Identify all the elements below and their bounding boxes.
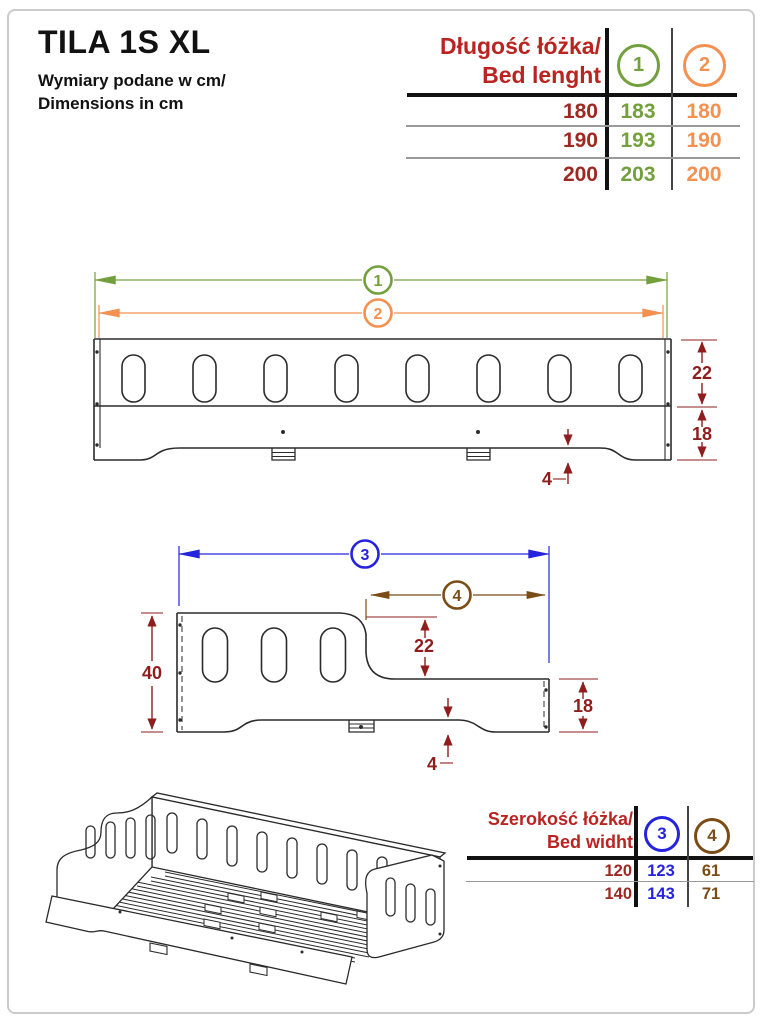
side-view-dowel-dots bbox=[95, 350, 670, 447]
width-table-header-pl: Szerokość łóżka/ bbox=[487, 809, 633, 829]
width-row-separator bbox=[466, 881, 754, 883]
width-row2-v4: 71 bbox=[701, 885, 721, 903]
length-col2-badge: 2 bbox=[683, 44, 726, 87]
width-table-header-rule bbox=[467, 856, 753, 860]
page-border bbox=[7, 9, 755, 1014]
length-table-header-rule bbox=[407, 93, 737, 97]
width-col3-badge: 3 bbox=[644, 816, 680, 852]
end-view-slots bbox=[201, 627, 347, 683]
length-table-divider-thick bbox=[605, 28, 609, 190]
end-view-red-dims bbox=[141, 612, 598, 764]
width-row1-v3: 123 bbox=[647, 862, 675, 880]
side-view-dim2 bbox=[98, 298, 664, 338]
end-view-dim4 bbox=[365, 580, 546, 620]
length-table-divider-thin bbox=[671, 28, 673, 190]
end-view-dim-18: 18 bbox=[573, 696, 593, 716]
length-row1-size: 180 bbox=[562, 100, 598, 123]
page-title: TILA 1S XL bbox=[38, 24, 211, 60]
width-row2-size: 140 bbox=[604, 885, 632, 903]
end-view-dim3 bbox=[178, 539, 550, 663]
iso-headboard-slots bbox=[85, 814, 156, 860]
end-view-drawing bbox=[176, 612, 550, 733]
width-table-header-en: Bed widht bbox=[547, 832, 633, 852]
side-view-dim1 bbox=[94, 265, 668, 338]
iso-dots bbox=[118, 864, 442, 954]
end-view-callout-4: 4 bbox=[453, 588, 462, 605]
side-view-drawing bbox=[93, 338, 672, 461]
length-table-header-pl: Długość łóżka/ bbox=[439, 33, 601, 59]
side-view-callout-1: 1 bbox=[374, 273, 383, 290]
width-row1-size: 120 bbox=[604, 862, 632, 880]
length-row-separator-2 bbox=[406, 157, 740, 159]
subtitle-line-1: Wymiary podane w cm/ bbox=[38, 71, 226, 90]
length-row3-size: 200 bbox=[562, 163, 598, 186]
length-row1-v1: 183 bbox=[620, 100, 656, 123]
width-col4-badge: 4 bbox=[694, 818, 730, 854]
length-col1-badge: 1 bbox=[617, 44, 660, 87]
side-view-dim-22: 22 bbox=[692, 363, 712, 383]
length-row2-size: 190 bbox=[562, 129, 598, 152]
length-table-header-en: Bed lenght bbox=[482, 62, 601, 88]
length-row1-v2: 180 bbox=[686, 100, 722, 123]
width-row2-v3: 143 bbox=[647, 885, 675, 903]
end-view-dowel-dots bbox=[178, 623, 548, 729]
width-table-divider-thin bbox=[687, 806, 689, 907]
side-view-dim-4: 4 bbox=[542, 469, 552, 489]
iso-footboard-slots bbox=[385, 877, 436, 926]
side-view-dim-18: 18 bbox=[692, 424, 712, 444]
length-row2-v1: 193 bbox=[620, 129, 656, 152]
length-row-separator-1 bbox=[406, 125, 740, 127]
end-view-callout-3: 3 bbox=[361, 547, 370, 564]
isometric-view-drawing bbox=[45, 792, 447, 985]
length-row2-v2: 190 bbox=[686, 129, 722, 152]
length-row3-v2: 200 bbox=[686, 163, 722, 186]
width-table-divider-thick bbox=[634, 806, 638, 907]
subtitle-line-2: Dimensions in cm bbox=[38, 94, 184, 113]
end-view-dim-4: 4 bbox=[427, 754, 437, 774]
side-view-callout-2: 2 bbox=[374, 306, 383, 323]
side-view-slots bbox=[121, 354, 643, 403]
end-view-dim-40: 40 bbox=[142, 663, 162, 683]
width-row1-v4: 61 bbox=[701, 862, 721, 880]
end-view-dim-22: 22 bbox=[414, 636, 434, 656]
side-view-red-dims bbox=[553, 339, 717, 484]
length-row3-v1: 203 bbox=[620, 163, 656, 186]
